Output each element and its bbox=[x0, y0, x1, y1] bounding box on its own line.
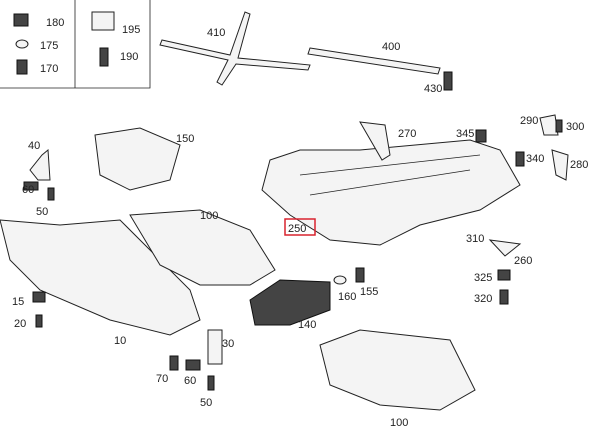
part-160-washer bbox=[333, 275, 347, 285]
part-100-panel-lower bbox=[319, 329, 476, 411]
label-180[interactable]: 180 bbox=[46, 17, 64, 29]
part-310-bracket bbox=[488, 239, 522, 257]
label-320[interactable]: 320 bbox=[474, 293, 492, 305]
part-50-screw-lower bbox=[207, 375, 215, 391]
label-280[interactable]: 280 bbox=[570, 159, 588, 171]
label-170[interactable]: 170 bbox=[40, 63, 58, 75]
part-340-bolt bbox=[515, 151, 525, 167]
part-140-cover bbox=[249, 279, 331, 326]
part-300-screw bbox=[555, 119, 563, 133]
label-15[interactable]: 15 bbox=[12, 296, 24, 308]
part-155-bolt bbox=[355, 267, 365, 283]
part-190-icon bbox=[99, 47, 109, 67]
part-50-screw bbox=[47, 187, 55, 201]
label-20[interactable]: 20 bbox=[14, 318, 26, 330]
label-325[interactable]: 325 bbox=[474, 272, 492, 284]
part-250-panel bbox=[261, 139, 521, 246]
part-15-clip bbox=[32, 291, 46, 303]
label-150[interactable]: 150 bbox=[176, 133, 194, 145]
label-155[interactable]: 155 bbox=[360, 286, 378, 298]
part-195-icon bbox=[91, 11, 115, 31]
label-160[interactable]: 160 bbox=[338, 291, 356, 303]
part-175-icon bbox=[15, 39, 29, 49]
part-345-clip bbox=[475, 129, 487, 143]
label-30[interactable]: 30 bbox=[222, 338, 234, 350]
part-60-clip-lower bbox=[185, 359, 201, 371]
part-430-bolt bbox=[443, 71, 453, 91]
label-260[interactable]: 260 bbox=[514, 255, 532, 267]
label-40[interactable]: 40 bbox=[28, 140, 40, 152]
part-20-screw bbox=[35, 314, 43, 328]
part-60-clip bbox=[23, 181, 39, 191]
highlight-box-250 bbox=[284, 218, 316, 236]
label-250[interactable]: 250 bbox=[288, 223, 306, 235]
label-310[interactable]: 310 bbox=[466, 233, 484, 245]
label-100-upper[interactable]: 100 bbox=[200, 210, 218, 222]
part-100-panel-upper bbox=[129, 209, 276, 286]
label-410[interactable]: 410 bbox=[207, 27, 225, 39]
label-290[interactable]: 290 bbox=[520, 115, 538, 127]
label-345[interactable]: 345 bbox=[456, 128, 474, 140]
label-70[interactable]: 70 bbox=[156, 373, 168, 385]
part-170-icon bbox=[16, 59, 28, 75]
label-190[interactable]: 190 bbox=[120, 51, 138, 63]
label-270[interactable]: 270 bbox=[398, 128, 416, 140]
part-400-strut bbox=[307, 47, 441, 75]
label-60-upper[interactable]: 60 bbox=[22, 184, 34, 196]
part-40-bracket bbox=[29, 148, 51, 181]
part-410-brace bbox=[159, 11, 311, 86]
part-150-cover bbox=[94, 127, 181, 191]
label-10[interactable]: 10 bbox=[114, 335, 126, 347]
label-50-lower[interactable]: 50 bbox=[200, 397, 212, 409]
part-10-panel bbox=[0, 219, 201, 336]
part-325-clip bbox=[497, 269, 511, 281]
label-60-lower[interactable]: 60 bbox=[184, 375, 196, 387]
part-180-icon bbox=[13, 13, 29, 27]
label-400[interactable]: 400 bbox=[382, 41, 400, 53]
label-175[interactable]: 175 bbox=[40, 40, 58, 52]
part-290-bracket bbox=[539, 114, 559, 136]
label-430[interactable]: 430 bbox=[424, 83, 442, 95]
label-100-lower[interactable]: 100 bbox=[390, 417, 408, 429]
part-270-bracket bbox=[359, 121, 391, 161]
part-280-bracket bbox=[551, 149, 569, 181]
part-320-bolt bbox=[499, 289, 509, 305]
label-140[interactable]: 140 bbox=[298, 319, 316, 331]
label-50-upper[interactable]: 50 bbox=[36, 206, 48, 218]
inset-border bbox=[0, 0, 151, 89]
label-195[interactable]: 195 bbox=[122, 24, 140, 36]
label-300[interactable]: 300 bbox=[566, 121, 584, 133]
part-70-clip bbox=[169, 355, 179, 371]
label-340[interactable]: 340 bbox=[526, 153, 544, 165]
part-30-bracket bbox=[207, 329, 223, 365]
fastener-inset: 180 175 170 195 190 bbox=[0, 0, 151, 89]
